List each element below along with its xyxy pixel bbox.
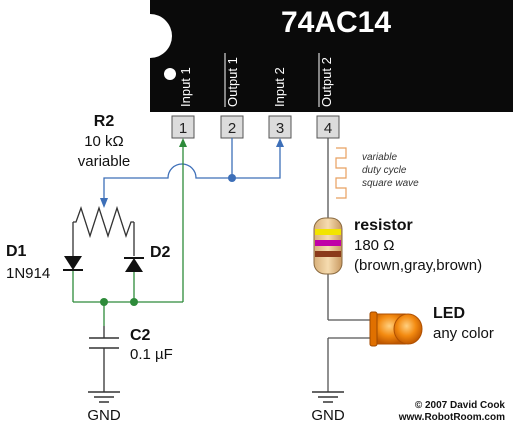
input2-arrow <box>276 138 284 147</box>
c2-capacitor <box>89 326 119 392</box>
c2-ref: C2 <box>130 327 151 344</box>
ground-symbol-left <box>88 391 120 403</box>
resistor-colors: (brown,gray,brown) <box>354 257 482 274</box>
svg-text:3: 3 <box>276 120 284 137</box>
junction-output1 <box>228 174 236 182</box>
c2-value: 0.1 µF <box>130 346 173 363</box>
pin-label-input-2: Input 2 <box>272 67 287 107</box>
timing-wire <box>72 146 184 326</box>
svg-text:Input 2: Input 2 <box>272 67 287 107</box>
input1-arrow <box>179 138 187 147</box>
square-wave-icon <box>335 147 347 199</box>
pin1-marker-dot <box>164 68 176 80</box>
pin-4: 4 <box>316 115 340 139</box>
band-1 <box>315 229 341 235</box>
pin-label-output-2: Output 2 <box>318 53 334 107</box>
d2-diode <box>124 257 144 272</box>
svg-text:Input 1: Input 1 <box>178 67 193 107</box>
waveform-line-2: duty cycle <box>362 165 407 176</box>
junction-d2 <box>130 298 138 306</box>
resistor-value: 180 Ω <box>354 237 394 254</box>
pin-label-output-1: Output 1 <box>224 53 240 107</box>
pin-3: 3 <box>268 115 292 139</box>
led-body <box>369 311 423 347</box>
pin-2: 2 <box>220 115 244 139</box>
band-2 <box>315 240 341 246</box>
d1-diode <box>63 256 83 271</box>
svg-text:Output 1: Output 1 <box>225 57 240 107</box>
led-note: any color <box>433 325 494 342</box>
junction-d1 <box>100 298 108 306</box>
gnd-label-right: GND <box>311 407 345 424</box>
svg-text:4: 4 <box>324 120 332 137</box>
d1-part: 1N914 <box>6 265 50 282</box>
svg-text:Output 2: Output 2 <box>319 57 334 107</box>
feedback-wire <box>103 138 281 198</box>
credit-line-2: www.RobotRoom.com <box>398 412 505 423</box>
pin-1: 1 <box>171 115 195 139</box>
waveform-line-3: square wave <box>362 178 419 189</box>
svg-text:2: 2 <box>228 120 236 137</box>
r2-potentiometer <box>72 205 135 256</box>
r2-note: variable <box>78 153 131 170</box>
chip-name: 74AC14 <box>281 6 391 39</box>
r2-value: 10 kΩ <box>84 133 124 150</box>
gnd-label-left: GND <box>87 407 121 424</box>
chip-body <box>150 0 513 112</box>
pin-label-input-1: Input 1 <box>178 67 193 107</box>
credit-line-1: © 2007 David Cook <box>415 400 506 411</box>
led-ref: LED <box>433 305 465 322</box>
ground-symbol-right <box>312 391 344 403</box>
resistor-180-body <box>313 217 343 275</box>
resistor-ref: resistor <box>354 217 413 234</box>
d1-ref: D1 <box>6 243 27 260</box>
r2-ref: R2 <box>94 113 115 130</box>
svg-text:1: 1 <box>179 120 187 137</box>
waveform-line-1: variable <box>362 152 397 163</box>
wiper-arrow <box>100 198 108 208</box>
d2-ref: D2 <box>150 244 171 261</box>
band-3 <box>315 251 341 257</box>
